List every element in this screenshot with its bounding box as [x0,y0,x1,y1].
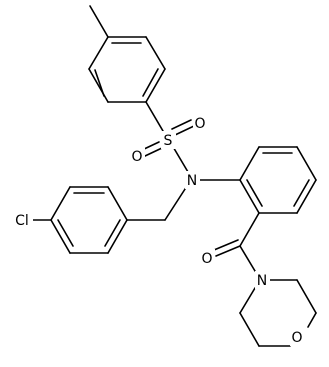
bond [88,68,109,103]
bond-c-o-b [213,239,239,251]
atom-label-s: S [164,133,173,149]
oxygen-atom-sulfonyl-top: O [193,114,208,132]
morpholine-ring [239,279,317,347]
bond-s-n [171,144,189,173]
bond-s-o-top-a [171,119,192,130]
bond-ring-carbonyl [239,212,260,247]
bond-ring-s [145,101,164,132]
atom-label-cl: Cl [15,213,29,229]
bond [307,312,317,328]
atom-label-o-carbonyl: O [201,251,212,267]
bond [50,219,71,254]
bond [296,146,317,181]
chlorine-atom: Cl [11,211,33,229]
double-bond-inner [94,69,105,97]
atom-label-o-sulfonyl-top: O [194,116,205,132]
bond [145,36,166,70]
bond [239,312,260,347]
atom-label-n-sulfonamide: N [187,173,197,189]
bond-s-o-top-b [174,125,195,136]
bond [239,179,260,214]
bond [296,179,317,214]
bond [107,219,128,254]
oxygen-atom-morpholine: O [290,328,305,346]
bond [296,279,317,314]
bond-layer [32,5,317,347]
bond [239,146,260,181]
bond [50,186,71,221]
double-bond-inner [293,179,310,207]
bond-c-o-a [215,245,241,257]
bond-n-ch2 [164,185,188,221]
bond-carbonyl-n [239,245,256,272]
atom-label-n-morpholine: N [257,273,267,289]
double-bond-inner [104,219,121,247]
oxygen-atom-carbonyl: O [200,249,215,267]
nitrogen-atom-morpholine: N [255,271,270,289]
oxygen-atom-sulfonyl-bottom: O [130,147,145,165]
atom-layer: Cl S O O N O N [11,114,305,346]
bond [239,287,256,314]
double-bond-inner [246,179,263,207]
anilide-ring [239,146,317,214]
bond [88,36,109,70]
chlorophenyl-ring [50,186,128,254]
sulfur-atom: S [161,131,176,149]
double-bond-inner [142,68,159,97]
atom-label-o-sulfonyl-bottom: O [131,149,142,165]
bond-methyl [89,5,109,38]
bond [107,186,128,221]
tolyl-ring [88,36,166,103]
nitrogen-atom-sulfonamide: N [185,171,200,189]
bond-s-o-bottom-b [144,147,163,157]
bond [145,68,166,103]
double-bond-inner [57,219,74,247]
atom-label-o-morpholine: O [291,330,302,346]
